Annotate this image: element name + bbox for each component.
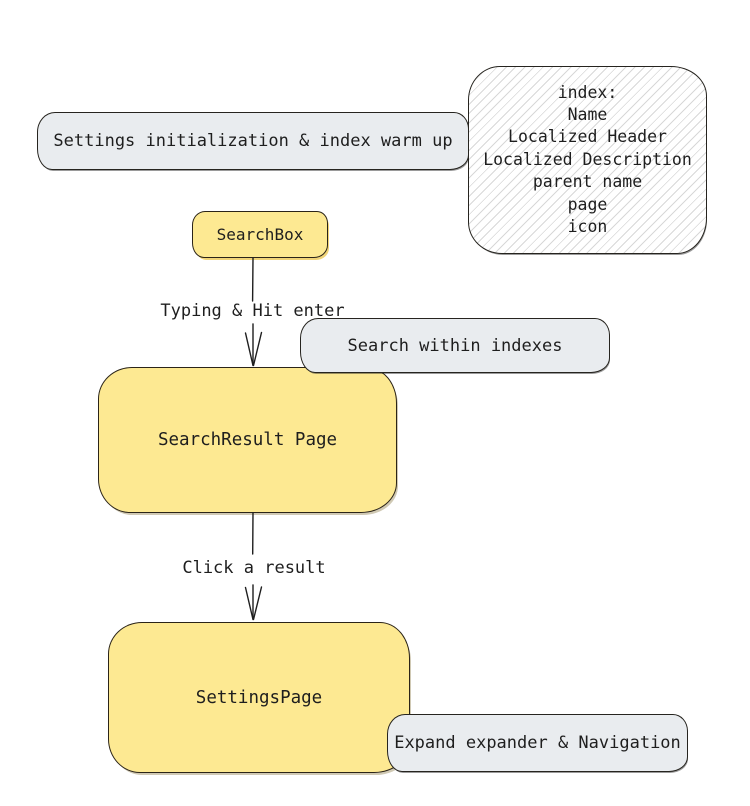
index-note-line: Localized Description: [483, 149, 692, 169]
edge-label-click: Click a result: [182, 558, 326, 578]
node-search-within: Search within indexes: [300, 318, 610, 373]
node-search-result-label: SearchResult Page: [157, 430, 338, 450]
node-settings-page: SettingsPage: [108, 622, 410, 773]
node-expand-nav: Expand expander & Navigation: [387, 714, 688, 772]
down-arrow-typing: [244, 257, 263, 367]
index-note-line: Name: [567, 104, 608, 124]
index-note-line: parent name: [532, 172, 643, 192]
node-settings-page-label: SettingsPage: [195, 687, 323, 708]
index-note-line: page: [567, 194, 608, 214]
index-note-line: index:: [557, 82, 618, 102]
node-settings-init-label: Settings initialization & index warm up: [53, 131, 453, 151]
node-settings-init: Settings initialization & index warm up: [37, 112, 469, 170]
node-search-box: SearchBox: [192, 211, 328, 258]
node-search-box-label: SearchBox: [216, 225, 304, 244]
node-search-within-label: Search within indexes: [347, 335, 563, 356]
node-expand-nav-label: Expand expander & Navigation: [394, 733, 681, 753]
index-note-line: Localized Header: [508, 127, 667, 147]
node-index-note: index: Name Localized Header Localized D…: [468, 66, 707, 254]
node-search-result: SearchResult Page: [98, 367, 397, 513]
edge-label-typing: Typing & Hit enter: [160, 301, 345, 321]
index-note-line: icon: [567, 217, 608, 237]
down-arrow-click: [244, 512, 263, 621]
